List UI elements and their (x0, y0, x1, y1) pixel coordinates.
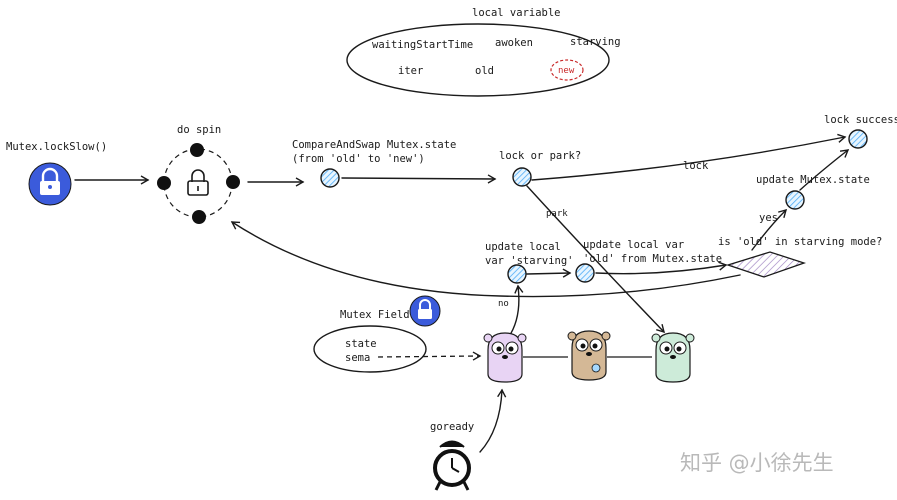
update-old-label-line1: update local var (583, 239, 684, 251)
update-starving-label-line2: var 'starving' (485, 255, 574, 267)
mutex-field-title: Mutex Field (340, 309, 410, 321)
lock-success-node (848, 129, 868, 149)
park-edge-label: park (546, 209, 568, 219)
spin-label: do spin (177, 124, 221, 136)
lock-icon (28, 162, 72, 206)
var-waitingstarttime: waitingStartTime (372, 39, 473, 51)
cas-node (320, 168, 340, 188)
goready-arrow (479, 388, 507, 453)
local-variable-ellipse (346, 23, 610, 97)
lock-or-park-label: lock or park? (499, 150, 581, 162)
gopher-purple (483, 332, 527, 383)
starving-check-diamond (725, 251, 807, 278)
gopher-brown (567, 330, 611, 381)
mutex-field-state: state (345, 338, 377, 350)
sema-to-gopher-arrow (377, 351, 482, 361)
update-starving-node (507, 264, 527, 284)
local-variable-title: local variable (472, 7, 561, 19)
update-to-success-arrow (799, 149, 850, 191)
gopher-green (651, 332, 695, 383)
park-edge (526, 185, 665, 334)
lock-or-park-node (512, 167, 532, 187)
update-starving-label-line1: update local (485, 241, 561, 253)
spin-cycle (157, 143, 240, 224)
cas-to-decision-arrow (341, 174, 497, 184)
var-starving: starving (570, 36, 621, 48)
starving-to-old-arrow (526, 268, 572, 278)
goready-label: goready (430, 421, 474, 433)
update-old-label-line2: 'old' from Mutex.state (583, 253, 722, 265)
new-var-highlight (550, 59, 584, 81)
cas-label-line1: CompareAndSwap Mutex.state (292, 139, 456, 151)
alarm-clock-icon (433, 440, 471, 491)
no-edge (230, 221, 741, 298)
mutex-field-sema: sema (345, 352, 370, 364)
local-variable-group: local variable waitingStartTime awoken s… (346, 7, 621, 97)
starving-check-label: is 'old' in starving mode? (718, 236, 882, 248)
entry-label: Mutex.lockSlow() (6, 141, 107, 153)
lock-edge-label: lock (683, 160, 709, 172)
gopher-to-update-arrow (507, 284, 524, 339)
mutex-field-ellipse (313, 325, 427, 373)
var-old: old (475, 65, 494, 77)
watermark: 知乎 @小徐先生 (680, 451, 834, 475)
update-state-label: update Mutex.state (756, 174, 870, 186)
yes-edge-label: yes (759, 212, 778, 224)
old-to-check-arrow (595, 261, 728, 275)
var-awoken: awoken (495, 37, 533, 49)
cas-label-line2: (from 'old' to 'new') (292, 153, 425, 165)
lock-edge (531, 133, 847, 181)
lock-success-label: lock success (824, 114, 897, 126)
update-old-node (575, 263, 595, 283)
mutex-field-lock-icon (409, 295, 441, 327)
update-state-node (785, 190, 805, 210)
no-edge-label: no (498, 299, 509, 309)
var-iter: iter (398, 65, 423, 77)
spin-padlock-icon (187, 169, 209, 196)
var-new: new (558, 66, 575, 76)
yes-edge (751, 209, 787, 251)
